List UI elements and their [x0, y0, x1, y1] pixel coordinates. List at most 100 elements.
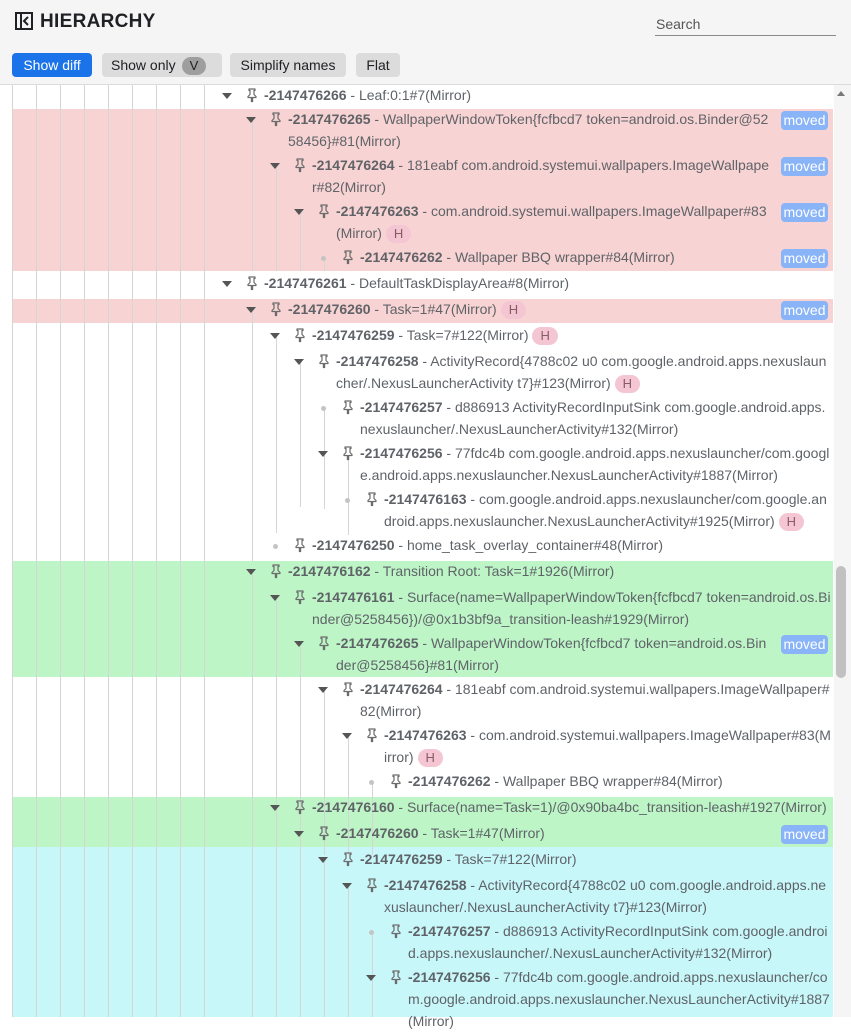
expand-arrow-icon[interactable] [342, 883, 352, 889]
tree-row[interactable]: -2147476263 - com.android.systemui.wallp… [0, 201, 834, 247]
node-label: -2147476259 - Task=7#122(Mirror)H [312, 324, 832, 346]
pin-icon[interactable] [342, 852, 354, 867]
pin-icon[interactable] [342, 400, 354, 415]
expand-arrow-icon[interactable] [270, 805, 280, 811]
tree-guide-line [300, 833, 301, 1017]
tree-row[interactable]: -2147476162 - Transition Root: Task=1#19… [0, 561, 834, 585]
show-diff-button[interactable]: Show diff [12, 53, 92, 77]
node-description: - Wallpaper BBQ wrapper#84(Mirror) [442, 249, 675, 265]
node-description: - com.android.systemui.wallpapers.ImageW… [384, 727, 831, 765]
expand-arrow-icon[interactable] [270, 595, 280, 601]
node-label: -2147476265 - WallpaperWindowToken{fcfbc… [288, 108, 772, 152]
pin-icon[interactable] [390, 774, 402, 789]
tree-row[interactable]: -2147476259 - Task=7#122(Mirror)H [0, 325, 834, 349]
collapse-panel-icon[interactable] [15, 12, 33, 30]
tree-row[interactable]: -2147476262 - Wallpaper BBQ wrapper#84(M… [0, 247, 834, 271]
tree-row[interactable]: -2147476257 - d886913 ActivityRecordInpu… [0, 397, 834, 443]
scrollbar-thumb[interactable] [836, 566, 846, 678]
tree-row[interactable]: -2147476257 - d886913 ActivityRecordInpu… [0, 921, 834, 967]
expand-arrow-icon[interactable] [294, 831, 304, 837]
pin-icon[interactable] [318, 636, 330, 651]
expand-arrow-icon[interactable] [246, 117, 256, 123]
leaf-dot-icon [321, 406, 326, 411]
diff-highlight-band [12, 561, 833, 677]
pin-icon[interactable] [270, 564, 282, 579]
node-description: - 77fdc4b com.google.android.apps.nexusl… [408, 969, 830, 1029]
expand-arrow-icon[interactable] [270, 163, 280, 169]
tree-row[interactable]: -2147476161 - Surface(name=WallpaperWind… [0, 587, 834, 633]
scrollbar[interactable] [834, 85, 851, 1017]
tree-row[interactable]: -2147476258 - ActivityRecord{4788c02 u0 … [0, 351, 834, 397]
pin-icon[interactable] [294, 590, 306, 605]
expand-arrow-icon[interactable] [318, 857, 328, 863]
pin-icon[interactable] [366, 878, 378, 893]
tree-row[interactable]: -2147476264 - 181eabf com.android.system… [0, 155, 834, 201]
node-id: -2147476256 [360, 445, 443, 461]
node-id: -2147476260 [288, 301, 371, 317]
tree-row[interactable]: -2147476259 - Task=7#122(Mirror) [0, 849, 834, 873]
tree-guide-line [276, 167, 277, 271]
node-label: -2147476265 - WallpaperWindowToken{fcfbc… [336, 632, 772, 676]
expand-arrow-icon[interactable] [294, 359, 304, 365]
tree-row[interactable]: -2147476262 - Wallpaper BBQ wrapper#84(M… [0, 771, 834, 795]
tree-row[interactable]: -2147476258 - ActivityRecord{4788c02 u0 … [0, 875, 834, 921]
pin-icon[interactable] [246, 88, 258, 103]
node-label: -2147476258 - ActivityRecord{4788c02 u0 … [336, 350, 832, 394]
expand-arrow-icon[interactable] [342, 733, 352, 739]
expand-arrow-icon[interactable] [246, 569, 256, 575]
pin-icon[interactable] [294, 800, 306, 815]
pin-icon[interactable] [342, 446, 354, 461]
pin-icon[interactable] [294, 538, 306, 553]
diff-highlight-band [12, 109, 833, 271]
expand-arrow-icon[interactable] [294, 209, 304, 215]
tree-row[interactable]: -2147476266 - Leaf:0:1#7(Mirror) [0, 85, 834, 109]
node-id: -2147476259 [360, 851, 443, 867]
expand-arrow-icon[interactable] [222, 93, 232, 99]
pin-icon[interactable] [366, 492, 378, 507]
pin-icon[interactable] [294, 158, 306, 173]
pin-icon[interactable] [318, 826, 330, 841]
node-id: -2147476266 [264, 87, 347, 103]
hierarchy-tree: -2147476266 - Leaf:0:1#7(Mirror)-2147476… [0, 85, 834, 1029]
flat-button[interactable]: Flat [356, 53, 400, 77]
pin-icon[interactable] [390, 970, 402, 985]
moved-badge: moved [781, 203, 828, 222]
tree-row[interactable]: -2147476261 - DefaultTaskDisplayArea#8(M… [0, 273, 834, 297]
pin-icon[interactable] [294, 328, 306, 343]
node-label: -2147476250 - home_task_overlay_containe… [312, 534, 832, 556]
tree-row[interactable]: -2147476265 - WallpaperWindowToken{fcfbc… [0, 633, 834, 679]
pin-icon[interactable] [318, 354, 330, 369]
pin-icon[interactable] [270, 302, 282, 317]
tree-row[interactable]: -2147476250 - home_task_overlay_containe… [0, 535, 834, 559]
tree-row[interactable]: -2147476265 - WallpaperWindowToken{fcfbc… [0, 109, 834, 155]
expand-arrow-icon[interactable] [246, 307, 256, 313]
tree-row[interactable]: -2147476160 - Surface(name=Task=1)/@0x90… [0, 797, 834, 821]
pin-icon[interactable] [270, 112, 282, 127]
node-description: - WallpaperWindowToken{fcfbcd7 token=and… [336, 635, 767, 673]
node-description: - d886913 ActivityRecordInputSink com.go… [408, 923, 828, 961]
expand-arrow-icon[interactable] [318, 687, 328, 693]
tree-row[interactable]: -2147476256 - 77fdc4b com.google.android… [0, 967, 834, 1035]
tree-row[interactable]: -2147476264 - 181eabf com.android.system… [0, 679, 834, 725]
tree-row[interactable]: -2147476256 - 77fdc4b com.google.android… [0, 443, 834, 489]
pin-icon[interactable] [342, 682, 354, 697]
expand-arrow-icon[interactable] [366, 975, 376, 981]
tree-row[interactable]: -2147476163 - com.google.android.apps.ne… [0, 489, 834, 535]
pin-icon[interactable] [390, 924, 402, 939]
expand-arrow-icon[interactable] [318, 451, 328, 457]
simplify-names-button[interactable]: Simplify names [230, 53, 346, 77]
tree-row[interactable]: -2147476260 - Task=1#47(Mirror)moved [0, 823, 834, 847]
pin-icon[interactable] [342, 250, 354, 265]
pin-icon[interactable] [246, 276, 258, 291]
expand-arrow-icon[interactable] [294, 641, 304, 647]
node-id: -2147476260 [336, 825, 419, 841]
pin-icon[interactable] [318, 204, 330, 219]
expand-arrow-icon[interactable] [270, 333, 280, 339]
expand-arrow-icon[interactable] [222, 281, 232, 287]
search-input[interactable] [655, 8, 836, 36]
pin-icon[interactable] [366, 728, 378, 743]
tree-row[interactable]: -2147476263 - com.android.systemui.wallp… [0, 725, 834, 771]
scroll-up-icon[interactable] [837, 91, 845, 96]
